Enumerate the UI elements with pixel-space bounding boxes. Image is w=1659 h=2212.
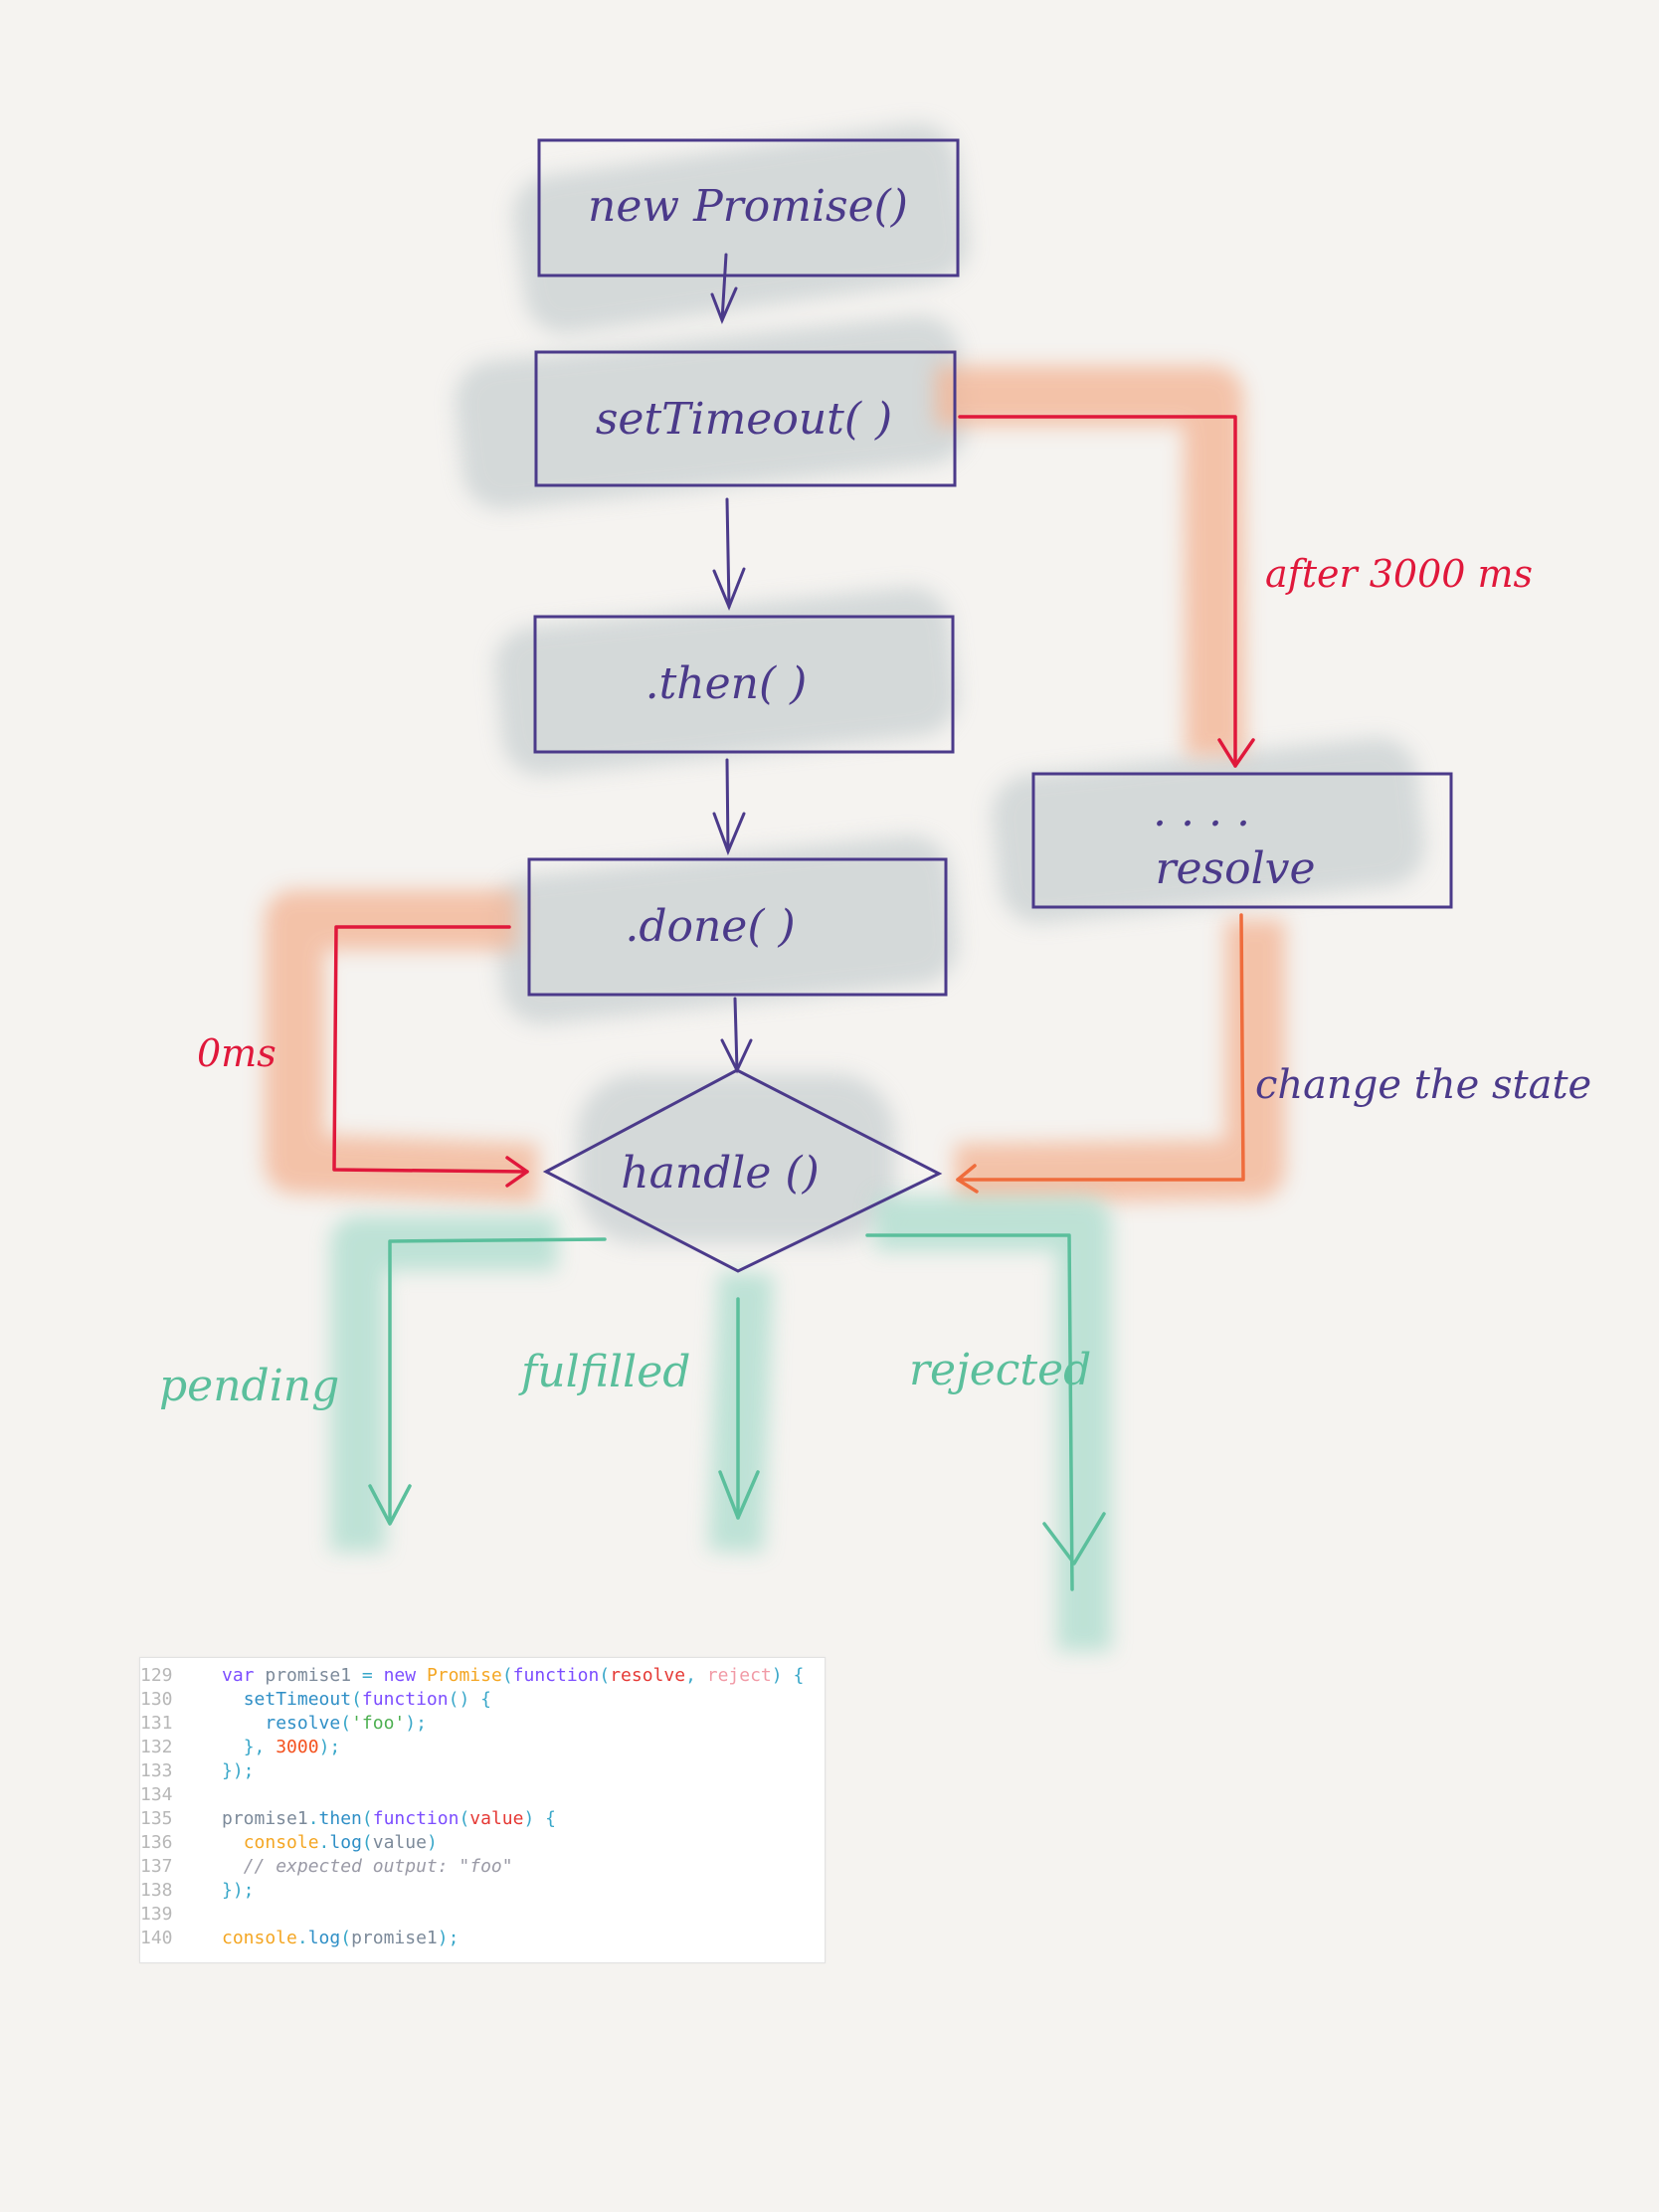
line-number: 132 xyxy=(140,1737,173,1757)
line-number: 139 xyxy=(140,1904,173,1925)
box-then xyxy=(533,615,955,754)
green-arrows xyxy=(368,1233,1106,1591)
red-arrows xyxy=(332,415,1255,1188)
code-line: 130 setTimeout(function() { xyxy=(140,1688,825,1712)
flow-boxes xyxy=(527,138,1453,1273)
code-text: setTimeout(function() { xyxy=(243,1689,491,1710)
line-number: 140 xyxy=(140,1928,173,1948)
box-resolve xyxy=(1031,772,1453,909)
label-done: .done( ) xyxy=(625,901,795,952)
label-new-promise: new Promise() xyxy=(588,181,908,232)
code-text: resolve('foo'); xyxy=(265,1713,427,1734)
label-then: .then( ) xyxy=(645,658,808,709)
code-text xyxy=(184,1903,222,1927)
code-text: }, 3000); xyxy=(243,1737,341,1757)
code-line: 140 console.log(promise1); xyxy=(140,1927,825,1950)
label-rejected: rejected xyxy=(909,1345,1091,1395)
line-number: 138 xyxy=(140,1880,173,1901)
box-set-timeout xyxy=(534,350,957,487)
code-text: console.log(promise1); xyxy=(222,1928,460,1948)
code-snippet: 129 var promise1 = new Promise(function(r… xyxy=(139,1657,826,1963)
line-number: 131 xyxy=(140,1713,173,1734)
label-pending: pending xyxy=(159,1361,339,1411)
label-handle: handle () xyxy=(621,1148,820,1198)
line-number: 136 xyxy=(140,1832,173,1853)
line-number: 135 xyxy=(140,1808,173,1829)
code-line: 132 }, 3000); xyxy=(140,1736,825,1759)
code-line: 139 xyxy=(140,1903,825,1927)
box-new-promise xyxy=(537,138,960,277)
orange-arrow xyxy=(956,913,1245,1194)
label-fulfilled: fulfilled xyxy=(518,1347,690,1397)
box-done xyxy=(527,857,948,997)
code-text: promise1.then(function(value) { xyxy=(222,1808,556,1829)
code-line: 131 resolve('foo'); xyxy=(140,1712,825,1736)
label-zero-ms: 0ms xyxy=(197,1031,276,1075)
code-line: 138}); xyxy=(140,1879,825,1903)
code-text xyxy=(184,1783,222,1807)
label-change-state: change the state xyxy=(1255,1062,1591,1108)
line-number: 137 xyxy=(140,1856,173,1877)
label-resolve-dots: . . . . xyxy=(1153,786,1250,836)
line-number: 134 xyxy=(140,1784,173,1805)
line-number: 129 xyxy=(140,1665,173,1686)
flow-arrows xyxy=(710,253,753,1074)
code-text: }); xyxy=(222,1880,255,1901)
green-highlights xyxy=(330,1196,1112,1651)
orange-highlights xyxy=(265,366,1285,1203)
label-after-timeout: after 3000 ms xyxy=(1265,552,1533,596)
line-number: 133 xyxy=(140,1760,173,1781)
code-text: var promise1 = new Promise(function(reso… xyxy=(222,1665,805,1686)
label-set-timeout: setTimeout( ) xyxy=(596,394,892,445)
code-line: 137 // expected output: "foo" xyxy=(140,1855,825,1879)
code-line: 133}); xyxy=(140,1759,825,1783)
line-number: 130 xyxy=(140,1689,173,1710)
gray-highlights xyxy=(455,123,1425,1243)
code-text: // expected output: "foo" xyxy=(243,1856,513,1877)
code-line: 134 xyxy=(140,1783,825,1807)
code-text: console.log(value) xyxy=(243,1832,438,1853)
code-line: 135 promise1.then(function(value) { xyxy=(140,1807,825,1831)
label-resolve: resolve xyxy=(1155,843,1315,894)
code-line: 129 var promise1 = new Promise(function(r… xyxy=(140,1664,825,1688)
code-text: }); xyxy=(222,1760,255,1781)
code-line: 136 console.log(value) xyxy=(140,1831,825,1855)
diamond-handle xyxy=(542,1068,943,1273)
